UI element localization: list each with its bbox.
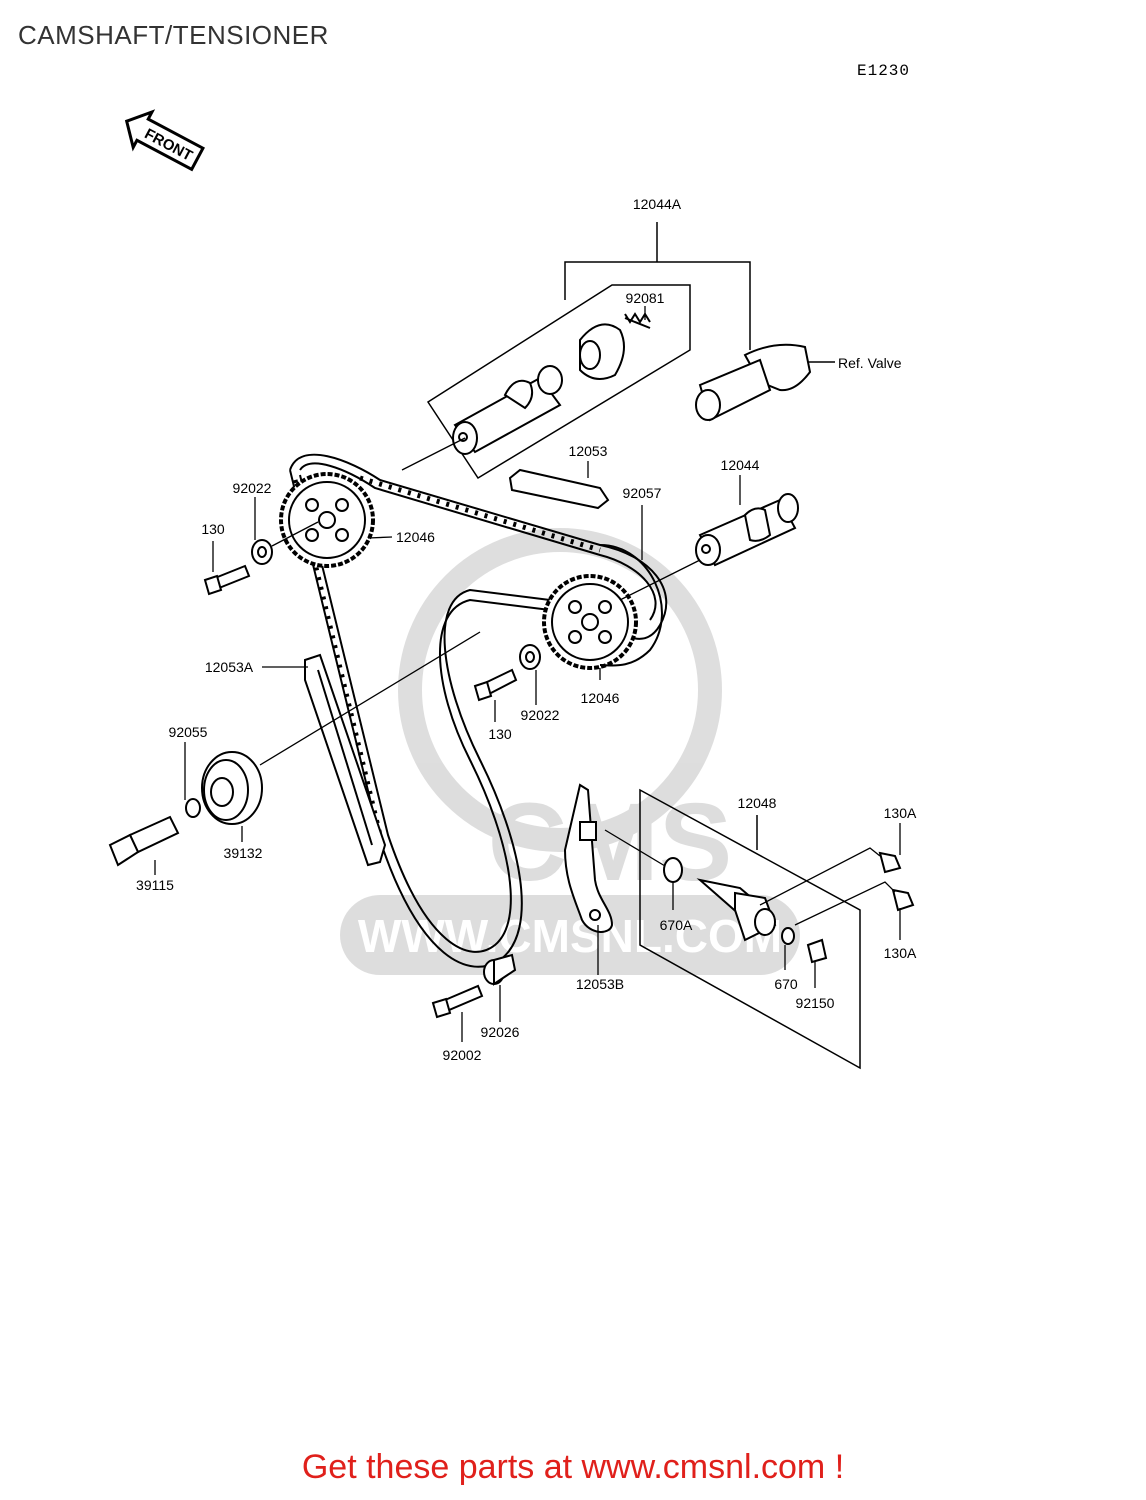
collar-92026 bbox=[483, 953, 517, 986]
label-12053a: 12053A bbox=[204, 659, 254, 675]
shaft-39115 bbox=[108, 815, 180, 867]
label-92002: 92002 bbox=[442, 1047, 482, 1063]
label-12048: 12048 bbox=[737, 795, 777, 811]
diagram-code: E1230 bbox=[857, 62, 911, 80]
bolt-92002 bbox=[431, 984, 484, 1019]
label-130-lower: 130 bbox=[488, 726, 512, 742]
chain-guide-12053b bbox=[563, 783, 614, 933]
label-130a-lower: 130A bbox=[883, 945, 917, 961]
chain-guide-12053a bbox=[304, 653, 387, 867]
label-130a-upper: 130A bbox=[883, 805, 917, 821]
label-92150: 92150 bbox=[795, 995, 835, 1011]
label-39115: 39115 bbox=[136, 877, 174, 893]
sprocket-12046-upper bbox=[279, 472, 375, 568]
front-arrow-icon: FRONT bbox=[124, 109, 205, 172]
cmsnl-link[interactable]: Get these parts at www.cmsnl.com ! bbox=[301, 1448, 845, 1486]
chain-loop-exhaust bbox=[599, 544, 663, 667]
camshaft-12044a bbox=[452, 365, 563, 455]
valve-rocker-ref bbox=[695, 343, 835, 422]
bolt-130-lower bbox=[473, 668, 518, 702]
label-670a: 670A bbox=[659, 917, 693, 933]
label-12046-lower: 12046 bbox=[580, 690, 620, 706]
decompressor-92081 bbox=[579, 312, 651, 380]
tensioner-12048 bbox=[696, 878, 777, 942]
bolt-130a-upper bbox=[878, 851, 902, 874]
label-ref-valve: Ref. Valve bbox=[838, 355, 902, 371]
chain-guide-12053 bbox=[508, 468, 610, 510]
sprocket-12046-lower bbox=[542, 574, 638, 670]
label-12044: 12044 bbox=[720, 457, 760, 473]
label-12046-upper: 12046 bbox=[396, 529, 435, 545]
idler-sprocket-39132 bbox=[201, 751, 263, 825]
bolt-130-upper bbox=[203, 564, 251, 596]
label-92081: 92081 bbox=[625, 290, 665, 306]
label-92022-lower: 92022 bbox=[520, 707, 560, 723]
camshaft-12044 bbox=[695, 493, 799, 567]
footer-cta: Get these parts at www.cmsnl.com ! bbox=[0, 1448, 1146, 1487]
label-92057: 92057 bbox=[622, 485, 662, 501]
label-12053b: 12053B bbox=[575, 976, 625, 992]
washer-hole-lower bbox=[525, 651, 535, 663]
label-92055: 92055 bbox=[168, 724, 208, 740]
watermark-logo: CMS bbox=[488, 781, 732, 904]
label-12044a: 12044A bbox=[632, 196, 682, 212]
watermark: WWW.CMSNL.COM CMS bbox=[340, 528, 800, 975]
o-ring-92055 bbox=[185, 798, 201, 818]
o-ring-670a bbox=[663, 857, 683, 883]
label-39132: 39132 bbox=[223, 845, 263, 861]
label-12053: 12053 bbox=[568, 443, 608, 459]
bolt-130a-lower bbox=[891, 888, 915, 912]
page-title: CAMSHAFT/TENSIONER bbox=[18, 20, 329, 50]
label-92022-upper: 92022 bbox=[232, 480, 272, 496]
washer-hole-upper bbox=[257, 546, 267, 558]
label-130-upper: 130 bbox=[201, 521, 225, 537]
label-670: 670 bbox=[774, 976, 798, 992]
watermark-text: WWW.CMSNL.COM bbox=[358, 910, 782, 962]
label-92026: 92026 bbox=[480, 1024, 520, 1040]
plug-92150 bbox=[806, 938, 828, 964]
o-ring-670 bbox=[781, 927, 795, 945]
